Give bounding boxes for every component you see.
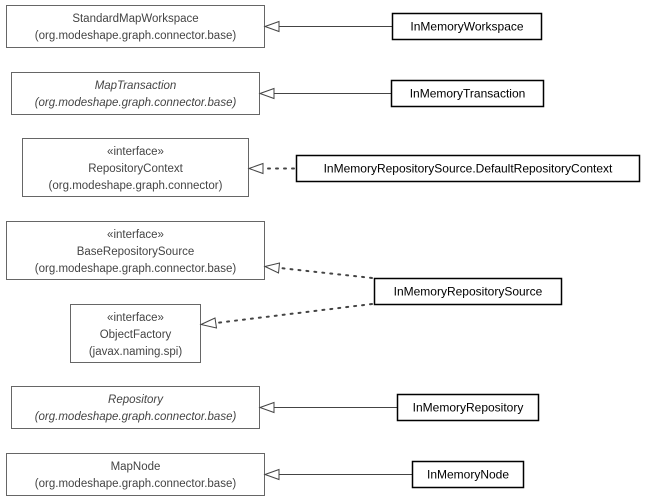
edge-inmemory-repository-extends: [258, 401, 397, 414]
interface-repository-context[interactable]: «interface» RepositoryContext (org.modes…: [22, 138, 249, 197]
interface-object-factory[interactable]: «interface» ObjectFactory (javax.naming.…: [70, 304, 201, 363]
edge-inmemory-workspace-extends: [263, 20, 392, 33]
class-name: Repository: [108, 394, 164, 406]
class-package: (org.modeshape.graph.connector.base): [35, 263, 237, 275]
class-inmemory-node[interactable]: InMemoryNode: [411, 460, 525, 489]
stereotype: «interface»: [107, 146, 164, 158]
stereotype: «interface»: [107, 312, 164, 324]
class-name: BaseRepositorySource: [77, 246, 195, 258]
class-package: (org.modeshape.graph.connector): [49, 180, 223, 192]
class-name: InMemoryNode: [427, 468, 509, 482]
class-package: (javax.naming.spi): [89, 346, 182, 358]
class-package: (org.modeshape.graph.connector.base): [35, 97, 237, 109]
generalization-arrowhead: [258, 87, 275, 100]
class-standard-map-workspace[interactable]: StandardMapWorkspace (org.modeshape.grap…: [6, 5, 265, 48]
class-inmemory-repository[interactable]: InMemoryRepository: [396, 393, 540, 422]
class-inmemory-repository-source[interactable]: InMemoryRepositorySource: [373, 277, 563, 306]
stereotype: «interface»: [107, 229, 164, 241]
class-name: MapNode: [111, 461, 161, 473]
class-repository[interactable]: Repository (org.modeshape.graph.connecto…: [11, 386, 260, 429]
realization-arrowhead: [199, 317, 218, 329]
generalization-arrowhead: [263, 468, 280, 481]
edge-default-repository-context-implements: [247, 162, 295, 175]
class-map-transaction[interactable]: MapTransaction (org.modeshape.graph.conn…: [11, 72, 260, 115]
class-name: InMemoryWorkspace: [410, 20, 523, 34]
class-package: (org.modeshape.graph.connector.base): [35, 30, 237, 42]
edge-inmemory-transaction-extends: [258, 87, 391, 100]
class-inmemory-transaction[interactable]: InMemoryTransaction: [390, 79, 545, 108]
edge-inmemory-repository-source-implements-factory: [199, 303, 373, 329]
realization-arrowhead: [263, 262, 281, 274]
edge-inmemory-node-extends: [263, 468, 412, 481]
class-name: InMemoryRepositorySource: [394, 285, 543, 299]
class-name: RepositoryContext: [88, 163, 183, 175]
class-package: (org.modeshape.graph.connector.base): [35, 411, 237, 423]
interface-base-repository-source[interactable]: «interface» BaseRepositorySource (org.mo…: [6, 221, 265, 280]
edge-inmemory-repository-source-implements-base: [263, 262, 373, 279]
class-name: InMemoryRepositorySource.DefaultReposito…: [324, 162, 613, 176]
class-package: (org.modeshape.graph.connector.base): [35, 478, 237, 490]
class-map-node[interactable]: MapNode (org.modeshape.graph.connector.b…: [6, 453, 265, 496]
class-name: ObjectFactory: [100, 329, 172, 341]
realization-arrowhead: [247, 162, 264, 175]
class-inmemory-workspace[interactable]: InMemoryWorkspace: [391, 12, 543, 41]
class-default-repository-context[interactable]: InMemoryRepositorySource.DefaultReposito…: [295, 154, 641, 183]
class-name: InMemoryRepository: [413, 401, 524, 415]
class-name: MapTransaction: [95, 80, 177, 92]
class-name: StandardMapWorkspace: [72, 13, 198, 25]
generalization-arrowhead: [263, 20, 280, 33]
class-name: InMemoryTransaction: [410, 87, 526, 101]
generalization-arrowhead: [258, 401, 275, 414]
